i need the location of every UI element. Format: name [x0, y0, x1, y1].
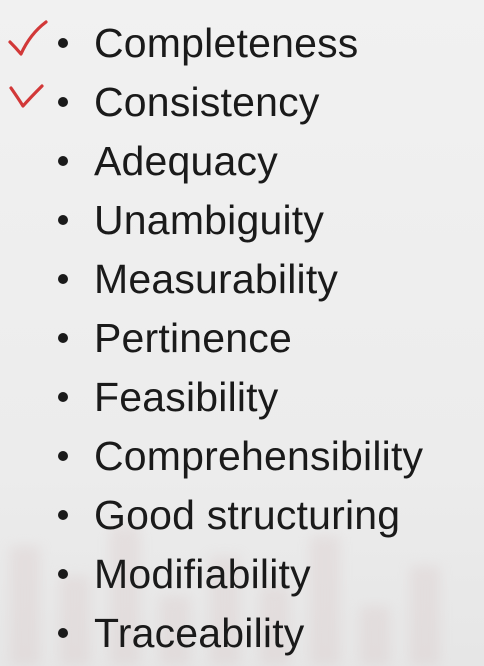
quality-criteria-list: Completeness Consistency Adequacy Unambi… [58, 14, 423, 663]
bullet-icon [58, 38, 68, 49]
list-item: Feasibility [58, 368, 423, 427]
list-item: Adequacy [58, 132, 423, 191]
bullet-icon [58, 156, 68, 167]
list-item: Unambiguity [58, 191, 423, 250]
list-item-label: Modifiability [94, 551, 311, 597]
list-item-label: Feasibility [94, 374, 279, 420]
bullet-icon [58, 510, 68, 521]
bullet-icon [58, 628, 68, 639]
check-mark-icon [9, 84, 44, 108]
list-item: Pertinence [58, 309, 423, 368]
bullet-icon [58, 333, 68, 344]
bullet-icon [58, 451, 68, 462]
list-item-label: Adequacy [94, 138, 278, 184]
list-item-label: Completeness [94, 20, 359, 66]
list-item: Comprehensibility [58, 427, 423, 486]
list-item: Consistency [58, 73, 423, 132]
check-mark-icon [8, 20, 48, 56]
bullet-icon [58, 569, 68, 580]
list-item-label: Unambiguity [94, 197, 325, 243]
list-item-label: Traceability [94, 610, 305, 656]
list-item: Modifiability [58, 545, 423, 604]
list-item-label: Measurability [94, 256, 339, 302]
list-item: Completeness [58, 14, 423, 73]
list-item-label: Consistency [94, 79, 320, 125]
list-item: Good structuring [58, 486, 423, 545]
bullet-icon [58, 274, 68, 285]
background-blur [0, 480, 484, 666]
bullet-icon [58, 392, 68, 403]
list-item-label: Pertinence [94, 315, 293, 361]
bullet-icon [58, 97, 68, 108]
list-item-label: Good structuring [94, 492, 401, 538]
list-item: Traceability [58, 604, 423, 663]
bullet-icon [58, 215, 68, 226]
list-item: Measurability [58, 250, 423, 309]
list-item-label: Comprehensibility [94, 433, 424, 479]
